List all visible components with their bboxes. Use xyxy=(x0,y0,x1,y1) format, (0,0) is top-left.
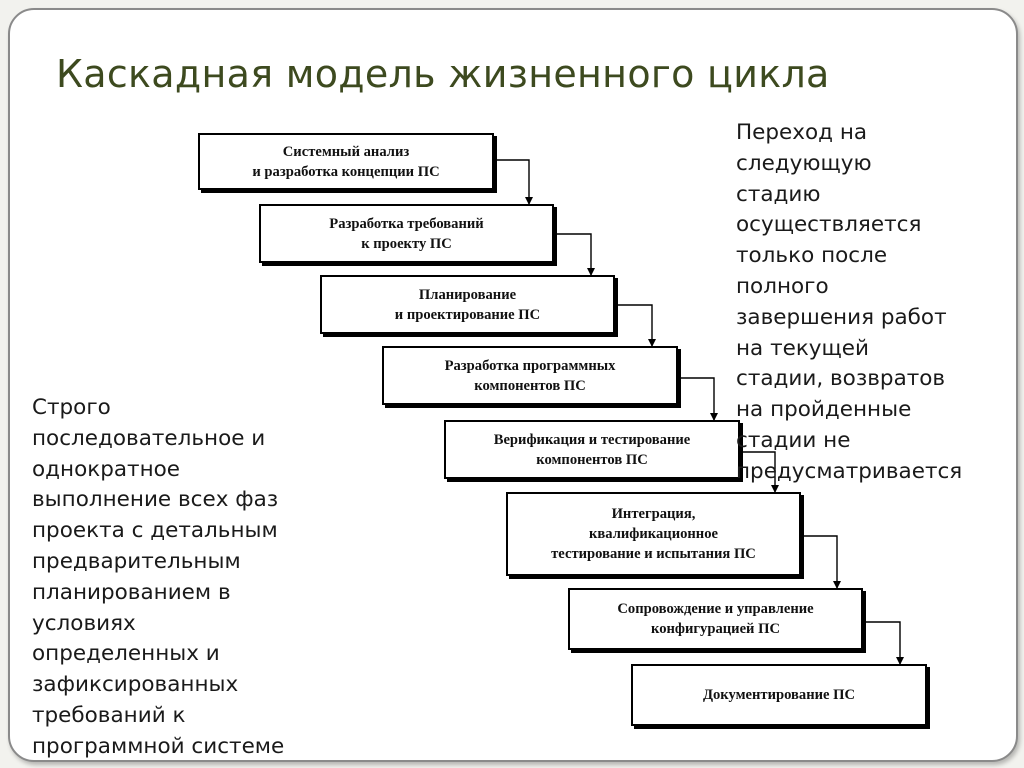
stage-verification: Верификация и тестирование компонентов П… xyxy=(444,420,740,479)
stage-system-analysis: Системный анализ и разработка концепции … xyxy=(198,133,494,190)
note-line: требований к xyxy=(32,702,186,728)
stage-label: Разработка требований к проекту ПС xyxy=(329,215,484,252)
stage-label: Сопровождение и управление конфигурацией… xyxy=(617,601,814,637)
note-line: условиях xyxy=(32,610,136,636)
note-line: только после xyxy=(736,243,888,269)
note-line: Переход на xyxy=(736,120,868,145)
stage-maintenance: Сопровождение и управление конфигурацией… xyxy=(568,588,863,650)
note-line: проекта с детальным xyxy=(32,518,278,544)
transition-note: Переход на следующую стадию осуществляет… xyxy=(736,118,1016,488)
note-line: определенных и xyxy=(32,641,220,667)
stage-label: Документирование ПС xyxy=(702,687,856,703)
note-line: стадии, возвратов xyxy=(736,366,946,392)
note-line: осуществляется xyxy=(736,212,922,238)
note-line: выполнение всех фаз xyxy=(32,487,279,513)
note-line: зафиксированных xyxy=(32,672,239,698)
note-line: завершения работ xyxy=(736,304,947,330)
stage-design: Планирование и проектирование ПС xyxy=(320,275,615,334)
note-line: следующую xyxy=(736,150,872,176)
note-line: на текущей xyxy=(736,335,869,361)
note-line: планированием в xyxy=(32,579,231,605)
stage-label: Верификация и тестирование компонентов П… xyxy=(493,431,691,468)
slide-title: Каскадная модель жизненного цикла xyxy=(56,52,830,96)
stage-requirements: Разработка требований к проекту ПС xyxy=(259,204,554,263)
stage-documentation: Документирование ПС xyxy=(631,664,927,726)
note-line: предварительным xyxy=(32,548,241,574)
stage-label: Планирование и проектирование ПС xyxy=(394,286,541,323)
note-line: программной системе xyxy=(32,733,285,759)
note-line: однократное xyxy=(32,456,181,482)
note-line: полного xyxy=(736,273,829,299)
stage-components: Разработка программных компонентов ПС xyxy=(382,346,678,405)
stage-integration: Интеграция, квалификационное тестировани… xyxy=(506,492,801,576)
description-note: Строго последовательное и однократное вы… xyxy=(32,393,362,763)
note-line: на пройденные xyxy=(736,397,912,423)
stage-label: Разработка программных компонентов ПС xyxy=(444,357,616,394)
note-line: последовательное и xyxy=(32,425,266,451)
note-line: предусматривается xyxy=(736,458,963,484)
note-line: Строго xyxy=(32,395,111,420)
stage-label: Системный анализ и разработка концепции … xyxy=(252,143,440,180)
note-line: стадию xyxy=(736,181,821,207)
stage-label: Интеграция, квалификационное тестировани… xyxy=(551,506,756,562)
note-line: стадии не xyxy=(736,427,851,453)
